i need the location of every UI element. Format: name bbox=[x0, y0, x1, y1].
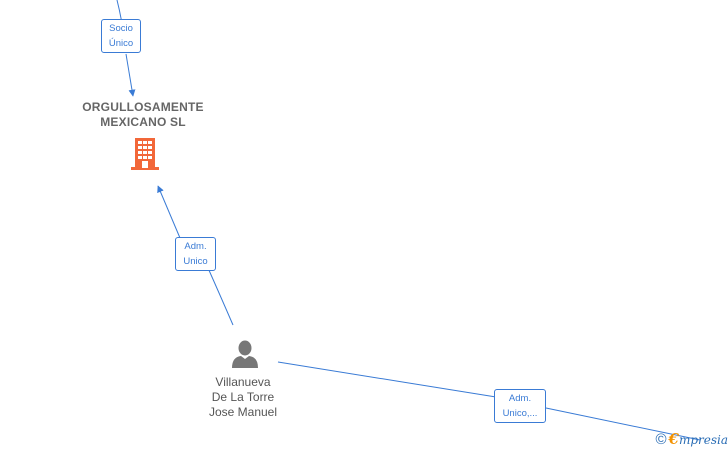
building-icon[interactable] bbox=[129, 137, 161, 171]
company-name-line2: MEXICANO SL bbox=[100, 115, 186, 129]
relation-label-socio-unico[interactable]: Socio Único bbox=[101, 19, 141, 53]
person-icon[interactable] bbox=[230, 340, 260, 368]
relation-line1: Adm. bbox=[184, 241, 207, 252]
edge-adm-unico-2 bbox=[277, 361, 497, 398]
empresia-watermark: ©€mpresia bbox=[655, 430, 728, 448]
brand-e-glyph: € bbox=[668, 430, 679, 448]
relation-line2: Unico,... bbox=[502, 408, 538, 419]
company-name[interactable]: ORGULLOSAMENTE MEXICANO SL bbox=[63, 100, 223, 130]
person-name-line3: Jose Manuel bbox=[208, 405, 278, 419]
company-name-line1: ORGULLOSAMENTE bbox=[82, 100, 204, 114]
person-name-line1: Villanueva bbox=[215, 375, 271, 389]
relation-label-adm-unico[interactable]: Adm. Unico bbox=[175, 237, 216, 271]
relation-line2: Unico bbox=[183, 256, 208, 267]
copyright-symbol: © bbox=[655, 431, 667, 448]
edge-adm-unico bbox=[207, 267, 234, 326]
relation-label-adm-unico-etc[interactable]: Adm. Unico,... bbox=[494, 389, 546, 423]
relation-line1: Adm. bbox=[508, 393, 532, 404]
edge-adm-unico-2-tail bbox=[545, 407, 701, 441]
person-name[interactable]: Villanueva De La Torre Jose Manuel bbox=[183, 375, 303, 420]
edge-adm-unico-arrow bbox=[157, 185, 181, 239]
relation-line2: Único bbox=[108, 38, 134, 49]
brand-name: mpresia bbox=[678, 433, 728, 447]
relation-line1: Socio bbox=[109, 23, 133, 34]
edge-socio-unico-arrow bbox=[125, 53, 136, 97]
person-name-line2: De La Torre bbox=[211, 390, 275, 404]
